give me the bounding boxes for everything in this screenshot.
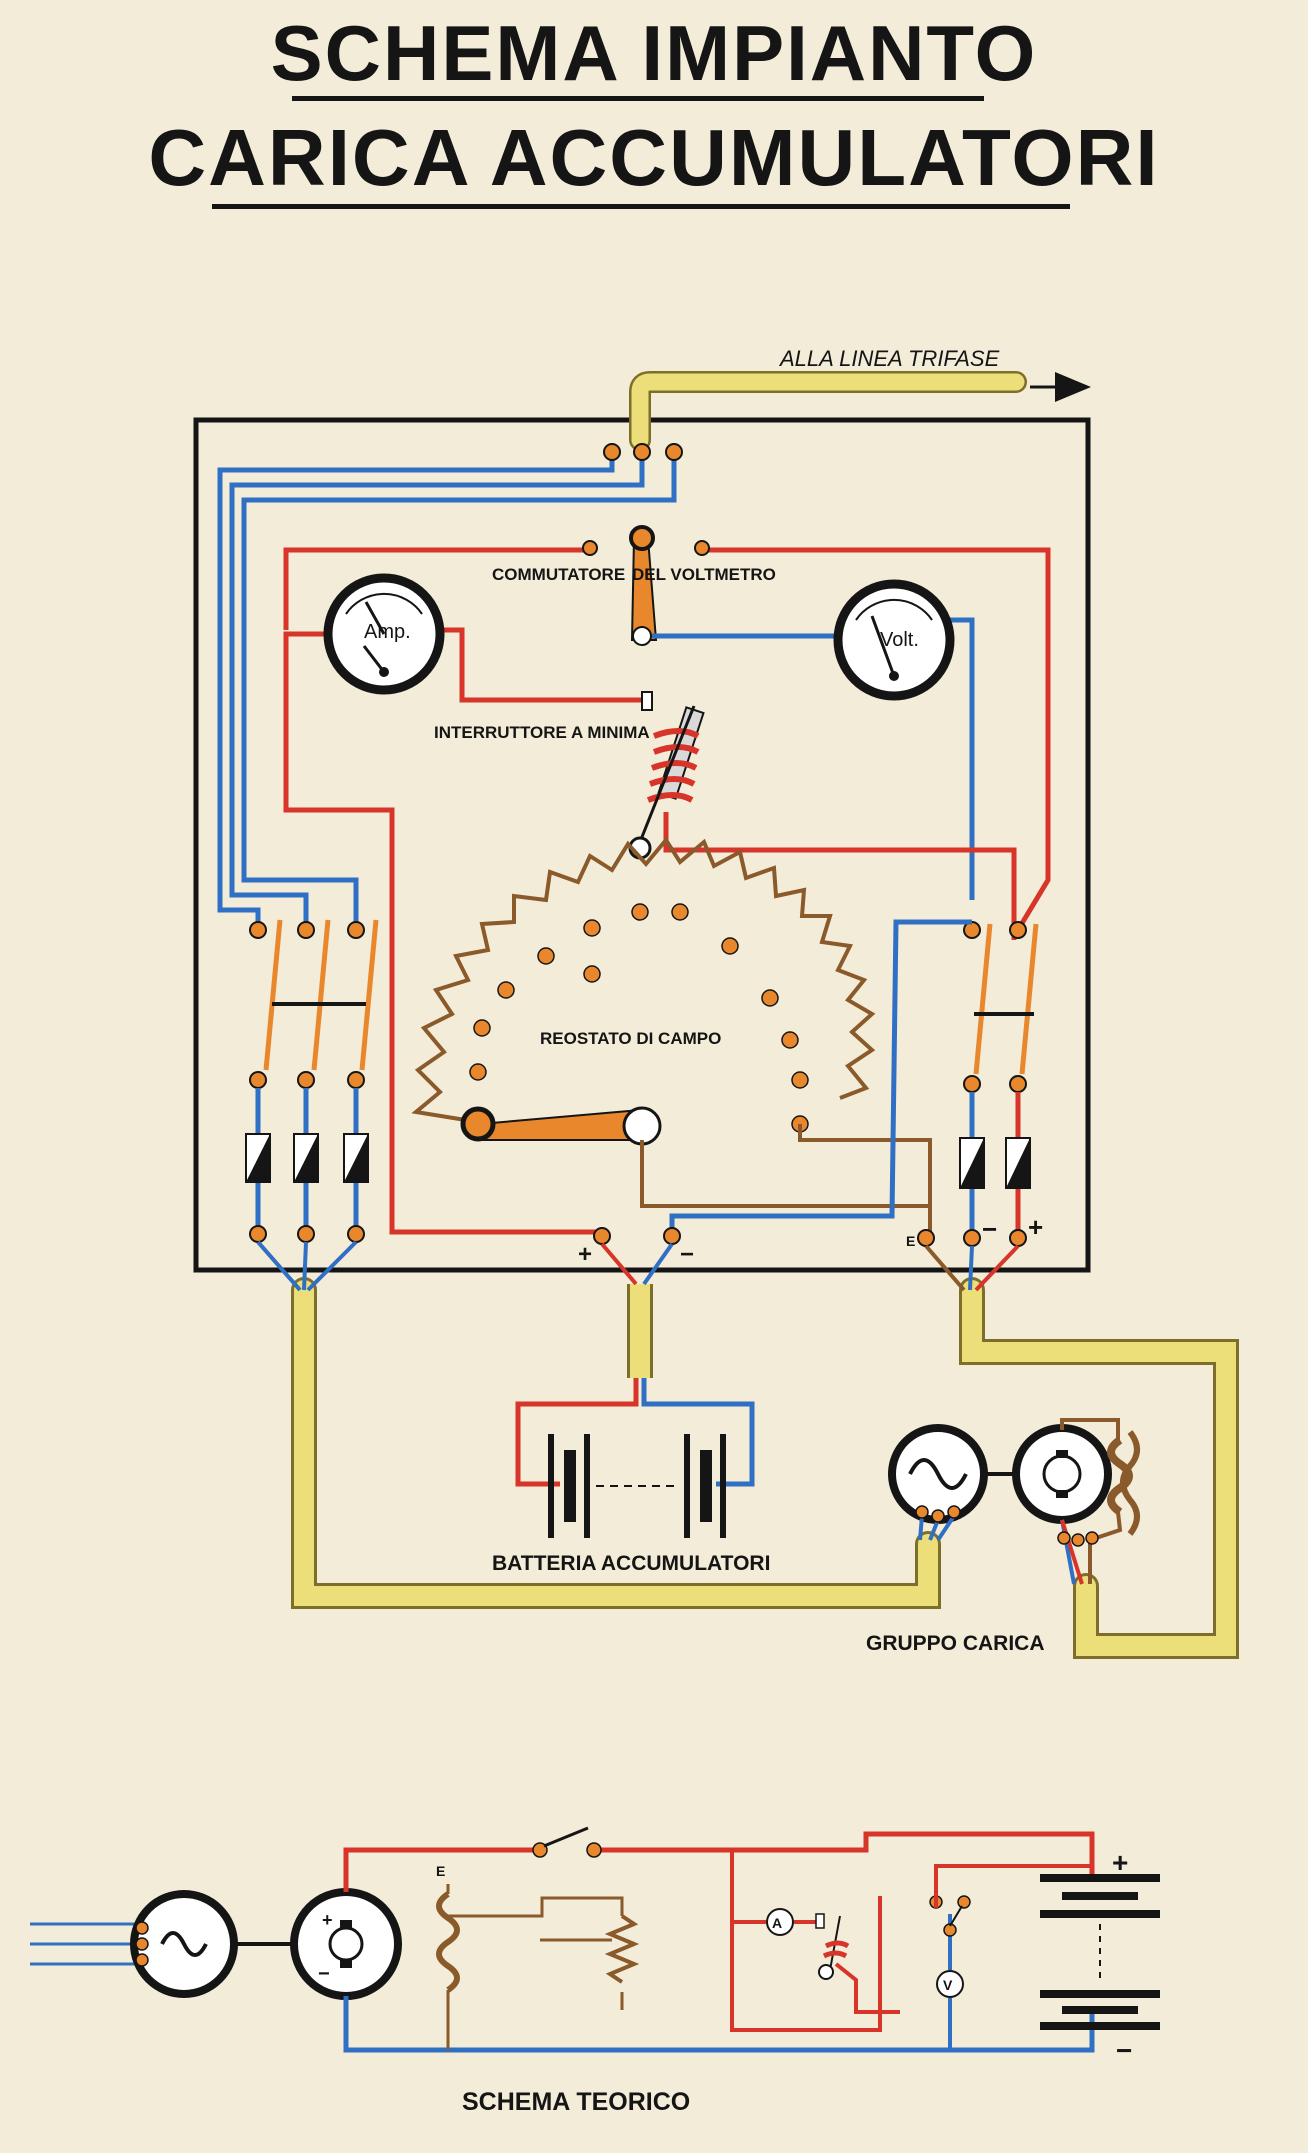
fuses-right — [959, 1137, 1031, 1189]
rheostat-wire-right — [798, 1124, 932, 1206]
breaker-contact — [641, 691, 653, 711]
title-line-1: SCHEMA IMPIANTO — [270, 9, 1038, 97]
rheostat-arm — [479, 1108, 646, 1141]
fan-wire-neg — [968, 1245, 974, 1291]
switch-wire-left — [283, 547, 590, 630]
switch-contact-right — [694, 540, 710, 556]
terminal-minus-label: − — [982, 1214, 997, 1244]
title-underline-1 — [292, 96, 984, 101]
outer-cables — [291, 1277, 1239, 1659]
panel-minus-label: − — [680, 1241, 694, 1268]
title-underline-2 — [212, 204, 1070, 209]
phase-wires — [217, 455, 677, 930]
theory-supply-lines — [30, 1922, 138, 1966]
theory-rheostat — [604, 1914, 640, 1984]
fan-wire-e — [924, 1244, 966, 1292]
charging-group-label: GRUPPO CARICA — [866, 1632, 1045, 1655]
battery-cells — [548, 1434, 726, 1538]
breaker-wire — [663, 812, 1017, 940]
battery-terminal-pos — [593, 1227, 611, 1245]
ammeter-wire-red — [283, 631, 600, 1235]
battery-label: BATTERIA ACCUMULATORI — [492, 1552, 770, 1575]
ammeter-label: Amp. — [364, 621, 411, 643]
ammeter: Amp. — [323, 573, 445, 695]
voltmeter-wire — [950, 617, 975, 900]
theory-schematic: + − E A V — [30, 1826, 1160, 2066]
theory-ammeter-label: A — [772, 1915, 782, 1931]
negative-bus — [669, 919, 972, 1234]
two-pole-switch — [963, 921, 1039, 1093]
switch-contact-left — [582, 540, 598, 556]
breaker-coil — [628, 705, 705, 860]
battery-terminal-neg — [663, 1227, 681, 1245]
battery-wire-neg — [642, 1242, 674, 1286]
field-wire-b — [1089, 1511, 1123, 1542]
line-terminals — [603, 443, 683, 461]
line-cable — [631, 373, 1025, 449]
line-cable-outline — [629, 371, 1027, 451]
battery-lead-neg — [641, 1378, 755, 1487]
fan-wire-pos — [974, 1244, 1020, 1292]
bottom-terminals-right — [917, 1229, 1027, 1247]
fuses-left — [245, 1133, 369, 1183]
theory-ammeter — [766, 1908, 794, 1936]
title-line-2: CARICA ACCUMULATORI — [148, 113, 1160, 202]
voltmeter: Volt. — [833, 579, 955, 701]
left-fan-wires — [256, 1240, 358, 1292]
voltmeter-label: Volt. — [880, 629, 919, 651]
generator-leads — [1057, 1519, 1099, 1585]
theory-battery-minus: − — [1116, 2035, 1132, 2066]
rheostat-knob — [622, 1106, 662, 1146]
theory-minus: − — [318, 1963, 330, 1985]
min-breaker-label: INTERRUTTORE A MINIMA — [434, 723, 650, 742]
battery-lead-pos — [515, 1378, 639, 1487]
switch-pivot — [629, 525, 655, 551]
terminal-e-label: E — [906, 1233, 915, 1249]
theory-plus: + — [322, 1910, 333, 1930]
rheostat-pivot — [460, 1106, 496, 1142]
field-wire-a — [1060, 1418, 1120, 1440]
charging-group — [888, 1424, 1140, 1536]
theory-battery-plus: + — [1112, 1847, 1128, 1878]
theory-battery — [1040, 1874, 1160, 2030]
rheostat-field-wire — [640, 1140, 932, 1240]
rheostat-label: REOSTATO DI CAMPO — [540, 1029, 721, 1048]
line-label: ALLA LINEA TRIFASE — [778, 346, 1000, 371]
terminal-plus-label: + — [1028, 1212, 1043, 1242]
theory-field-coil — [436, 1891, 460, 1993]
rheostat-resistor — [411, 836, 876, 1124]
rheostat-studs — [469, 903, 809, 1133]
theory-voltmeter-label: V — [943, 1977, 953, 1993]
switch-base — [632, 626, 652, 646]
motor-leads — [915, 1505, 961, 1542]
panel-plus-label: + — [578, 1241, 592, 1268]
voltmeter-switch-label-a: COMMUTATORE — [492, 565, 625, 584]
voltmeter-switch-label-b: DEL VOLTMETRO — [632, 565, 776, 584]
switch-lever — [630, 537, 658, 641]
theory-e-label: E — [436, 1863, 445, 1879]
theory-label: SCHEMA TEORICO — [462, 2088, 690, 2116]
bottom-terminals-left — [249, 1225, 365, 1243]
three-pole-switch — [249, 919, 379, 1089]
battery-wire-pos — [600, 1242, 638, 1286]
theory-voltmeter — [936, 1970, 964, 1998]
switch-wire-right — [702, 547, 1051, 932]
ammeter-to-breaker-wire — [440, 627, 651, 703]
